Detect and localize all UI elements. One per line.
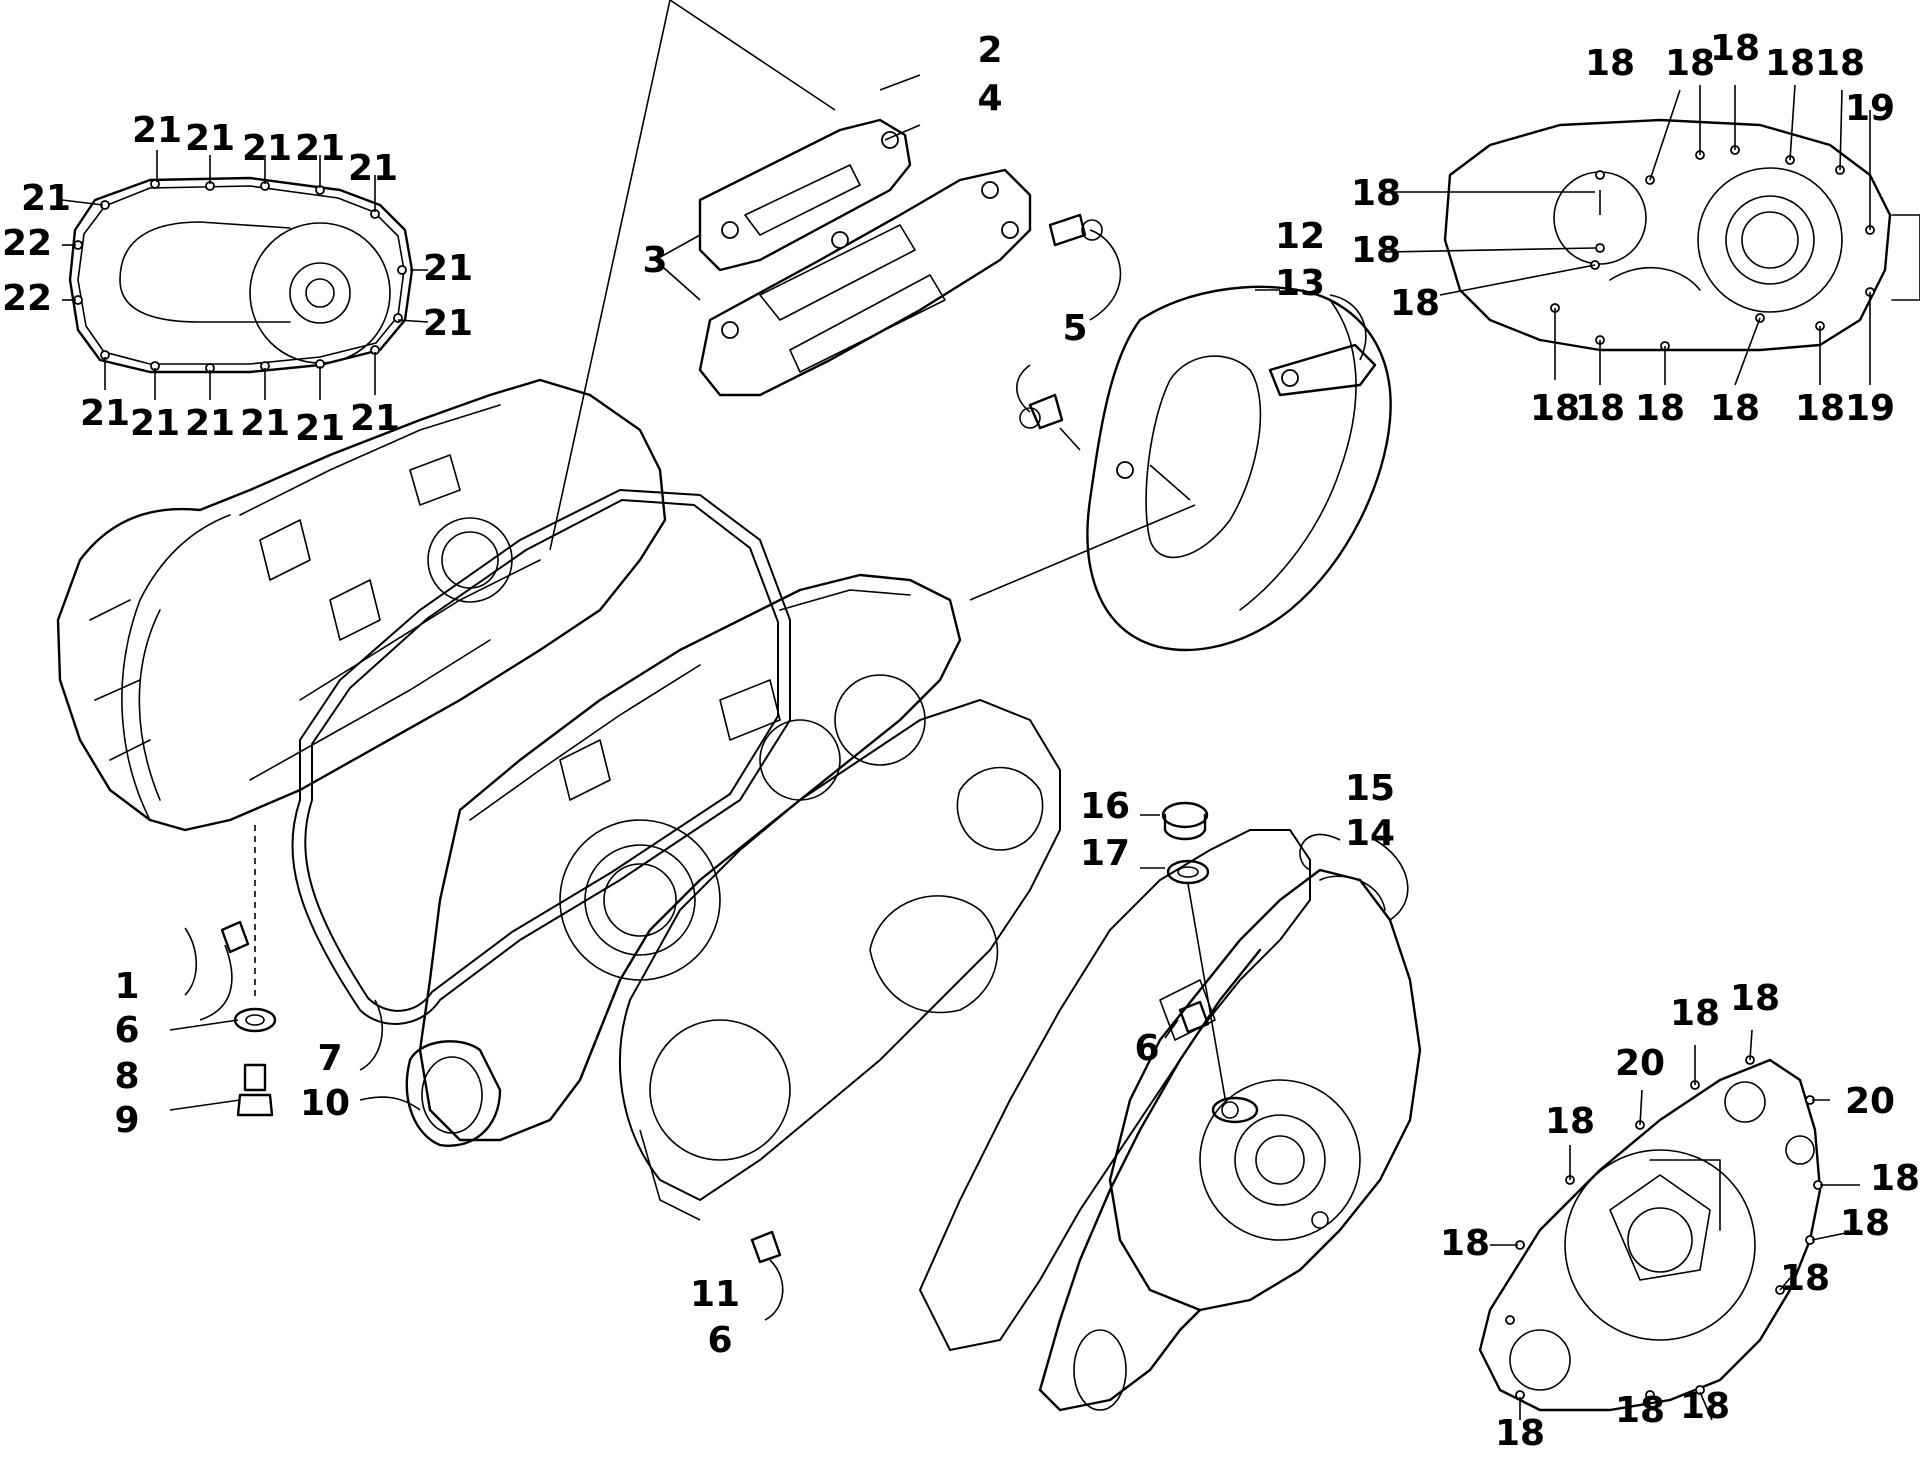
callout-4: 4 — [977, 78, 1002, 119]
callout-22: 22 — [2, 223, 52, 264]
callout-3: 3 — [642, 240, 667, 281]
callout-18: 18 — [1780, 1258, 1830, 1299]
callout-9: 9 — [114, 1100, 139, 1141]
callout-21: 21 — [240, 403, 290, 444]
callout-21: 21 — [185, 118, 235, 159]
crankcase-main — [405, 573, 962, 1147]
callout-18: 18 — [1680, 1386, 1730, 1427]
dowels-and-fasteners — [220, 920, 1210, 1264]
callout-18: 18 — [1575, 388, 1625, 429]
callout-18: 18 — [1635, 388, 1685, 429]
callout-1: 1 — [114, 966, 139, 1007]
callout-13: 13 — [1275, 263, 1325, 304]
callout-12: 12 — [1275, 216, 1325, 257]
callout-22: 22 — [2, 278, 52, 319]
trans-cover-leaders — [1384, 84, 1871, 386]
callout-21: 21 — [295, 128, 345, 169]
callout-16: 16 — [1080, 786, 1130, 827]
callout-18: 18 — [1530, 388, 1580, 429]
transmission-cover — [1384, 84, 1920, 386]
clutch-housing — [56, 378, 667, 1000]
stator-cover — [1038, 868, 1422, 1412]
callout-labels: 21 21 21 21 21 21 22 22 21 21 21 21 21 2… — [2, 28, 1920, 1454]
callout-18: 18 — [1795, 388, 1845, 429]
cover-bolt-holes — [73, 179, 407, 373]
magneto-cover — [1478, 1029, 1861, 1421]
callout-18: 18 — [1670, 993, 1720, 1034]
callout-19: 19 — [1845, 88, 1895, 129]
crankcase-gasket — [619, 698, 1061, 1202]
callout-18: 18 — [1710, 388, 1760, 429]
callout-21: 21 — [80, 393, 130, 434]
callout-8: 8 — [114, 1056, 139, 1097]
callout-17: 17 — [1080, 833, 1130, 874]
callout-21: 21 — [242, 128, 292, 169]
callout-18: 18 — [1545, 1101, 1595, 1142]
callout-18: 18 — [1615, 1390, 1665, 1431]
callout-21: 21 — [348, 148, 398, 189]
callout-18: 18 — [1730, 978, 1780, 1019]
clutch-cover-outer — [61, 150, 429, 400]
callout-11: 11 — [690, 1274, 740, 1315]
callout-14: 14 — [1345, 813, 1395, 854]
callout-10: 10 — [300, 1083, 350, 1124]
stator-gasket — [918, 829, 1311, 1352]
callout-6: 6 — [707, 1320, 732, 1361]
callout-18: 18 — [1440, 1223, 1490, 1264]
callout-21: 21 — [21, 178, 71, 219]
callout-18: 18 — [1351, 230, 1401, 271]
callout-18: 18 — [1665, 43, 1715, 84]
bracket-assembly — [698, 118, 1032, 397]
callout-18: 18 — [1710, 28, 1760, 69]
callout-18: 18 — [1815, 43, 1865, 84]
magneto-cover-leaders — [1490, 1029, 1861, 1421]
trans-cover-holes — [1550, 145, 1875, 351]
callout-19: 19 — [1845, 388, 1895, 429]
callout-18: 18 — [1840, 1203, 1890, 1244]
callout-5: 5 — [1062, 308, 1087, 349]
callout-6: 6 — [114, 1010, 139, 1051]
bracket-bolts — [1019, 213, 1103, 430]
callout-2: 2 — [977, 30, 1002, 71]
callout-18: 18 — [1351, 173, 1401, 214]
callout-21: 21 — [130, 403, 180, 444]
callout-21: 21 — [423, 248, 473, 289]
plug-and-washer — [1161, 801, 1259, 1124]
housing-gasket — [291, 488, 791, 1025]
cover-leaders — [61, 150, 429, 400]
callout-18: 18 — [1585, 43, 1635, 84]
callout-20: 20 — [1845, 1081, 1895, 1122]
callout-21: 21 — [295, 408, 345, 449]
callout-18: 18 — [1390, 283, 1440, 324]
callout-18: 18 — [1765, 43, 1815, 84]
callout-18: 18 — [1495, 1413, 1545, 1454]
assembly-leaders — [169, 0, 1409, 1321]
callout-6: 6 — [1134, 1028, 1159, 1069]
callout-7: 7 — [317, 1038, 342, 1079]
callout-15: 15 — [1345, 768, 1395, 809]
callout-21: 21 — [185, 403, 235, 444]
callout-21: 21 — [350, 398, 400, 439]
callout-21: 21 — [423, 303, 473, 344]
drive-cover — [1086, 285, 1392, 652]
callout-20: 20 — [1615, 1043, 1665, 1084]
callout-18: 18 — [1870, 1158, 1920, 1199]
callout-21: 21 — [132, 110, 182, 151]
